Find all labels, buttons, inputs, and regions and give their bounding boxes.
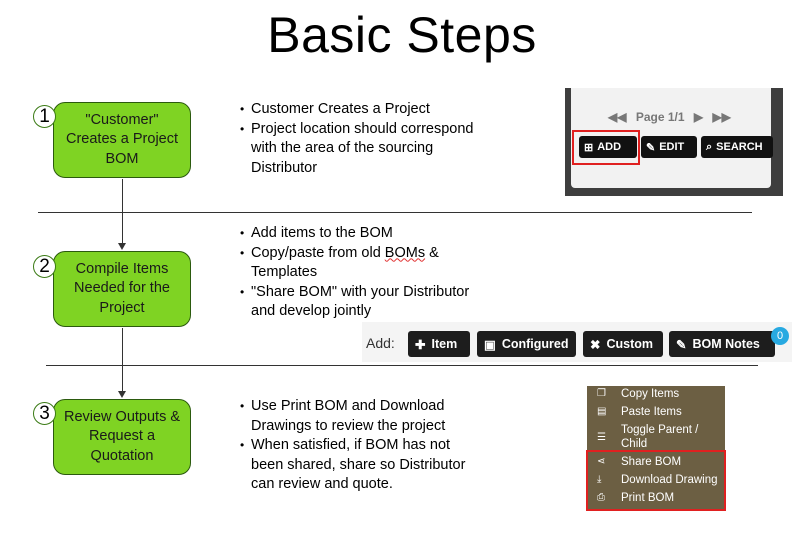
- page-label: Page 1/1: [635, 110, 685, 124]
- pager-screenshot: ◀◀ Page 1/1 ▶ ▶▶ ⊞ ADD ✎ EDIT ⌕ SEARCH: [565, 88, 783, 196]
- bullet-item: "Share BOM" with your Distributor and de…: [240, 283, 469, 322]
- separator-line: [38, 212, 752, 213]
- paste-icon: ▤: [597, 406, 607, 417]
- step-1-number: 1: [33, 105, 56, 128]
- bom-notes-button[interactable]: ✎ BOM Notes: [669, 331, 775, 357]
- pager-panel: ◀◀ Page 1/1 ▶ ▶▶ ⊞ ADD ✎ EDIT ⌕ SEARCH: [571, 88, 773, 188]
- search-icon: ⌕: [706, 140, 713, 153]
- print-icon: ⎙: [597, 492, 605, 503]
- tools-icon: ✖: [590, 337, 601, 352]
- step-2-number: 2: [33, 255, 56, 278]
- page-title: Basic Steps: [267, 7, 537, 63]
- search-button[interactable]: ⌕ SEARCH: [701, 136, 773, 158]
- bullet-item: Use Print BOM and Download Drawings to r…: [240, 397, 465, 436]
- pager: ◀◀ Page 1/1 ▶ ▶▶: [605, 110, 734, 124]
- notes-count-badge: 0: [771, 327, 789, 345]
- bullet-item: Customer Creates a Project: [240, 100, 473, 120]
- share-icon: ⋖: [597, 456, 606, 467]
- step-2-label: Compile Items Needed for the Project: [74, 260, 170, 316]
- step-3-number: 3: [33, 402, 56, 425]
- notes-icon: ✎: [676, 337, 687, 352]
- step-3-label: Review Outputs & Request a Quotation: [63, 408, 181, 464]
- step-1-bullets: Customer Creates a Project Project locat…: [240, 100, 473, 178]
- bullet-item: Copy/paste from old BOMs & Templates: [240, 244, 469, 283]
- first-page-icon[interactable]: ◀◀: [608, 110, 627, 124]
- menu-screenshot: ❐ Copy Items ▤ Paste Items ☰ Toggle Pare…: [587, 386, 725, 511]
- menu-highlight-box: [586, 450, 726, 511]
- step-2-box: Compile Items Needed for the Project: [53, 251, 191, 327]
- item-button[interactable]: ✚ Item: [408, 331, 470, 357]
- step-3-box: Review Outputs & Request a Quotation: [53, 399, 191, 475]
- copy-icon: ❐: [597, 388, 606, 399]
- step-2-bullets: Add items to the BOM Copy/paste from old…: [240, 224, 469, 322]
- edit-button[interactable]: ✎ EDIT: [641, 136, 697, 158]
- configured-button[interactable]: ▣ Configured: [477, 331, 576, 357]
- add-icon: ⊞: [584, 141, 594, 154]
- hierarchy-icon: ☰: [597, 432, 606, 443]
- step-3-bullets: Use Print BOM and Download Drawings to r…: [240, 397, 465, 495]
- separator-line: [46, 365, 758, 366]
- bullet-item: Add items to the BOM: [240, 224, 469, 244]
- arrowhead-icon: [118, 391, 126, 398]
- plus-icon: ✚: [415, 337, 426, 352]
- step-1-box: "Customer" Creates a Project BOM: [53, 102, 191, 178]
- toolbar-screenshot: Add: ✚ Item ▣ Configured ✖ Custom ✎ BOM …: [362, 322, 792, 362]
- bullet-item: When satisfied, if BOM has not been shar…: [240, 436, 465, 495]
- add-highlight-box: [572, 130, 640, 165]
- last-page-icon[interactable]: ▶▶: [712, 110, 731, 124]
- custom-button[interactable]: ✖ Custom: [583, 331, 663, 357]
- connector-1-2: [122, 179, 123, 243]
- connector-2-3: [122, 328, 123, 391]
- download-icon: ⤓: [597, 474, 602, 485]
- box-icon: ▣: [484, 337, 496, 352]
- edit-icon: ✎: [646, 141, 656, 154]
- next-page-icon[interactable]: ▶: [693, 110, 704, 124]
- arrowhead-icon: [118, 243, 126, 250]
- add-button[interactable]: ⊞ ADD: [579, 136, 637, 158]
- add-label: Add:: [366, 335, 395, 351]
- step-1-label: "Customer" Creates a Project BOM: [65, 111, 179, 167]
- bullet-item: Project location should correspond with …: [240, 120, 473, 179]
